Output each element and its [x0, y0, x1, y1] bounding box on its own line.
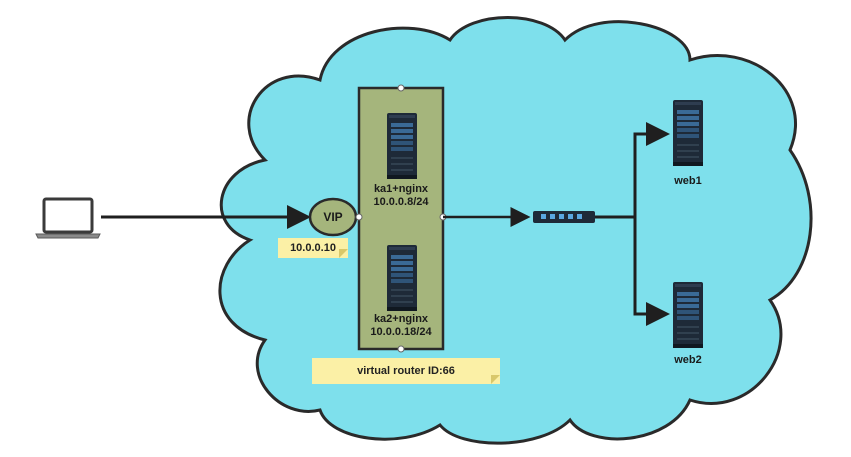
laptop-icon [35, 197, 101, 239]
virtual-router-note: virtual router ID:66 [312, 358, 500, 384]
ka2-name: ka2+nginx [373, 313, 429, 325]
server-icon [673, 282, 703, 348]
link-switch-web1 [595, 122, 670, 219]
link-switch-web2 [633, 217, 670, 326]
ka1-ip: 10.0.0.8/24 [373, 196, 429, 208]
vip-label: VIP [323, 210, 343, 224]
ka1-name: ka1+nginx [373, 183, 429, 195]
web2-label: web2 [674, 354, 702, 366]
server-icon [387, 113, 417, 179]
server-icon [387, 245, 417, 311]
network-cloud [218, 16, 813, 445]
web1-label: web1 [674, 175, 702, 187]
switch-icon [533, 211, 595, 223]
vip-address-note: 10.0.0.10 [278, 238, 348, 258]
ka2-ip: 10.0.0.18/24 [370, 326, 432, 338]
server-icon [673, 100, 703, 166]
